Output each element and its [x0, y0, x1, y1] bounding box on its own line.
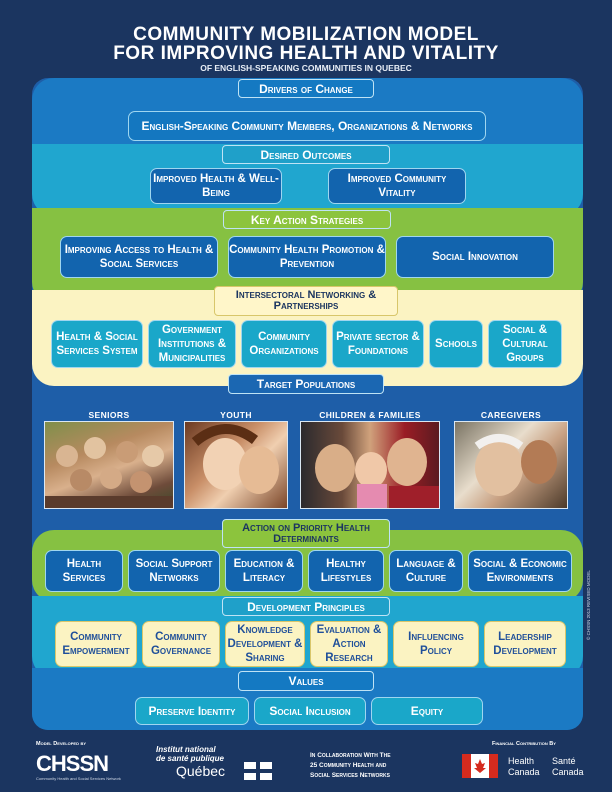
seniors-photo	[44, 421, 174, 509]
principles-heading: Development Principles	[222, 597, 390, 616]
sante-canada-2: Canada	[552, 767, 584, 777]
partner-cultural-groups: Social & Cultural Groups	[488, 320, 562, 368]
target-heading: Target Populations	[228, 374, 384, 394]
drivers-heading: Drivers of Change	[238, 79, 374, 98]
strategy-access: Improving Access to Health & Social Serv…	[60, 236, 218, 278]
caregivers-photo-art	[474, 434, 557, 496]
quebec-flag-icon	[244, 762, 272, 780]
caregivers-photo	[454, 421, 568, 509]
page-title-line1: COMMUNITY MOBILIZATION MODEL	[133, 24, 479, 45]
page-subtitle: OF ENGLISH-SPEAKING COMMUNITIES IN QUEBE…	[200, 63, 412, 73]
target-label-caregivers: CAREGIVERS	[480, 410, 542, 420]
inspq-line2: de santé publique	[156, 754, 225, 763]
strategy-innovation: Social Innovation	[396, 236, 554, 278]
target-label-seniors: SENIORS	[88, 410, 130, 420]
principle-empowerment: Community Empowerment	[55, 621, 137, 667]
outcome-health: Improved Health & Well-Being	[150, 168, 282, 204]
partner-community-orgs: Community Organizations	[241, 320, 327, 368]
values-heading: Values	[238, 671, 374, 691]
canada-flag-icon	[462, 754, 498, 778]
principle-governance: Community Governance	[142, 621, 220, 667]
principle-policy: Influencing Policy	[393, 621, 479, 667]
families-photo-art	[315, 438, 439, 508]
developed-by-label: Model Developed by	[36, 741, 87, 747]
principle-evaluation: Evaluation & Action Research	[310, 621, 388, 667]
determinant-social-support: Social Support Networks	[128, 550, 220, 592]
determinant-education: Education & Literacy	[225, 550, 303, 592]
strategies-heading: Key Action Strategies	[223, 210, 391, 229]
partner-private-sector: Private sector & Foundations	[332, 320, 424, 368]
chssn-tagline: Community Health and Social Services Net…	[36, 776, 121, 781]
seniors-photo-art	[45, 437, 173, 508]
quebec-wordmark: Québec	[176, 763, 226, 779]
inspq-line1: Institut national	[156, 745, 216, 754]
partner-schools: Schools	[429, 320, 483, 368]
target-label-youth: YOUTH	[220, 410, 252, 420]
outcomes-heading: Desired Outcomes	[222, 145, 390, 164]
target-label-families: CHILDREN & FAMILIES	[319, 410, 421, 420]
determinant-lifestyles: Healthy Lifestyles	[308, 550, 384, 592]
collab-line1: In Collaboration With The	[310, 752, 391, 759]
families-photo	[300, 421, 440, 509]
networking-heading: Intersectoral Networking & Partnerships	[214, 286, 398, 316]
drivers-box: English-Speaking Community Members, Orga…	[128, 111, 486, 141]
youth-photo	[184, 421, 288, 509]
sante-canada-1: Santé	[552, 756, 576, 766]
page-title-line2: FOR IMPROVING HEALTH AND VITALITY	[113, 43, 499, 64]
determinant-health-services: Health Services	[45, 550, 123, 592]
partner-government: Government Institutions & Municipalities	[148, 320, 236, 368]
health-canada-2: Canada	[508, 767, 540, 777]
health-canada-1: Health	[508, 756, 535, 766]
principle-leadership: Leadership Development	[484, 621, 566, 667]
determinant-language: Language & Culture	[389, 550, 463, 592]
collab-line2: 25 Community Health and	[310, 762, 387, 769]
youth-photo-art	[191, 424, 279, 494]
copyright-note: © CHSSN 2013 REVISED MODEL	[586, 570, 591, 640]
value-identity: Preserve Identity	[135, 697, 249, 725]
partner-health-system: Health & Social Services System	[51, 320, 143, 368]
value-inclusion: Social Inclusion	[254, 697, 366, 725]
principle-knowledge: Knowledge Development & Sharing	[225, 621, 305, 667]
collab-line3: Social Services Networks	[310, 772, 390, 779]
value-equity: Equity	[371, 697, 483, 725]
chssn-logo: CHSSN	[36, 751, 109, 776]
determinant-social-economic: Social & Economic Environments	[468, 550, 572, 592]
financial-label: Financial Contribution By	[492, 741, 556, 747]
outcome-vitality: Improved Community Vitality	[328, 168, 466, 204]
action-heading: Action on Priority Health Determinants	[222, 519, 390, 548]
strategy-promotion: Community Health Promotion & Prevention	[228, 236, 386, 278]
